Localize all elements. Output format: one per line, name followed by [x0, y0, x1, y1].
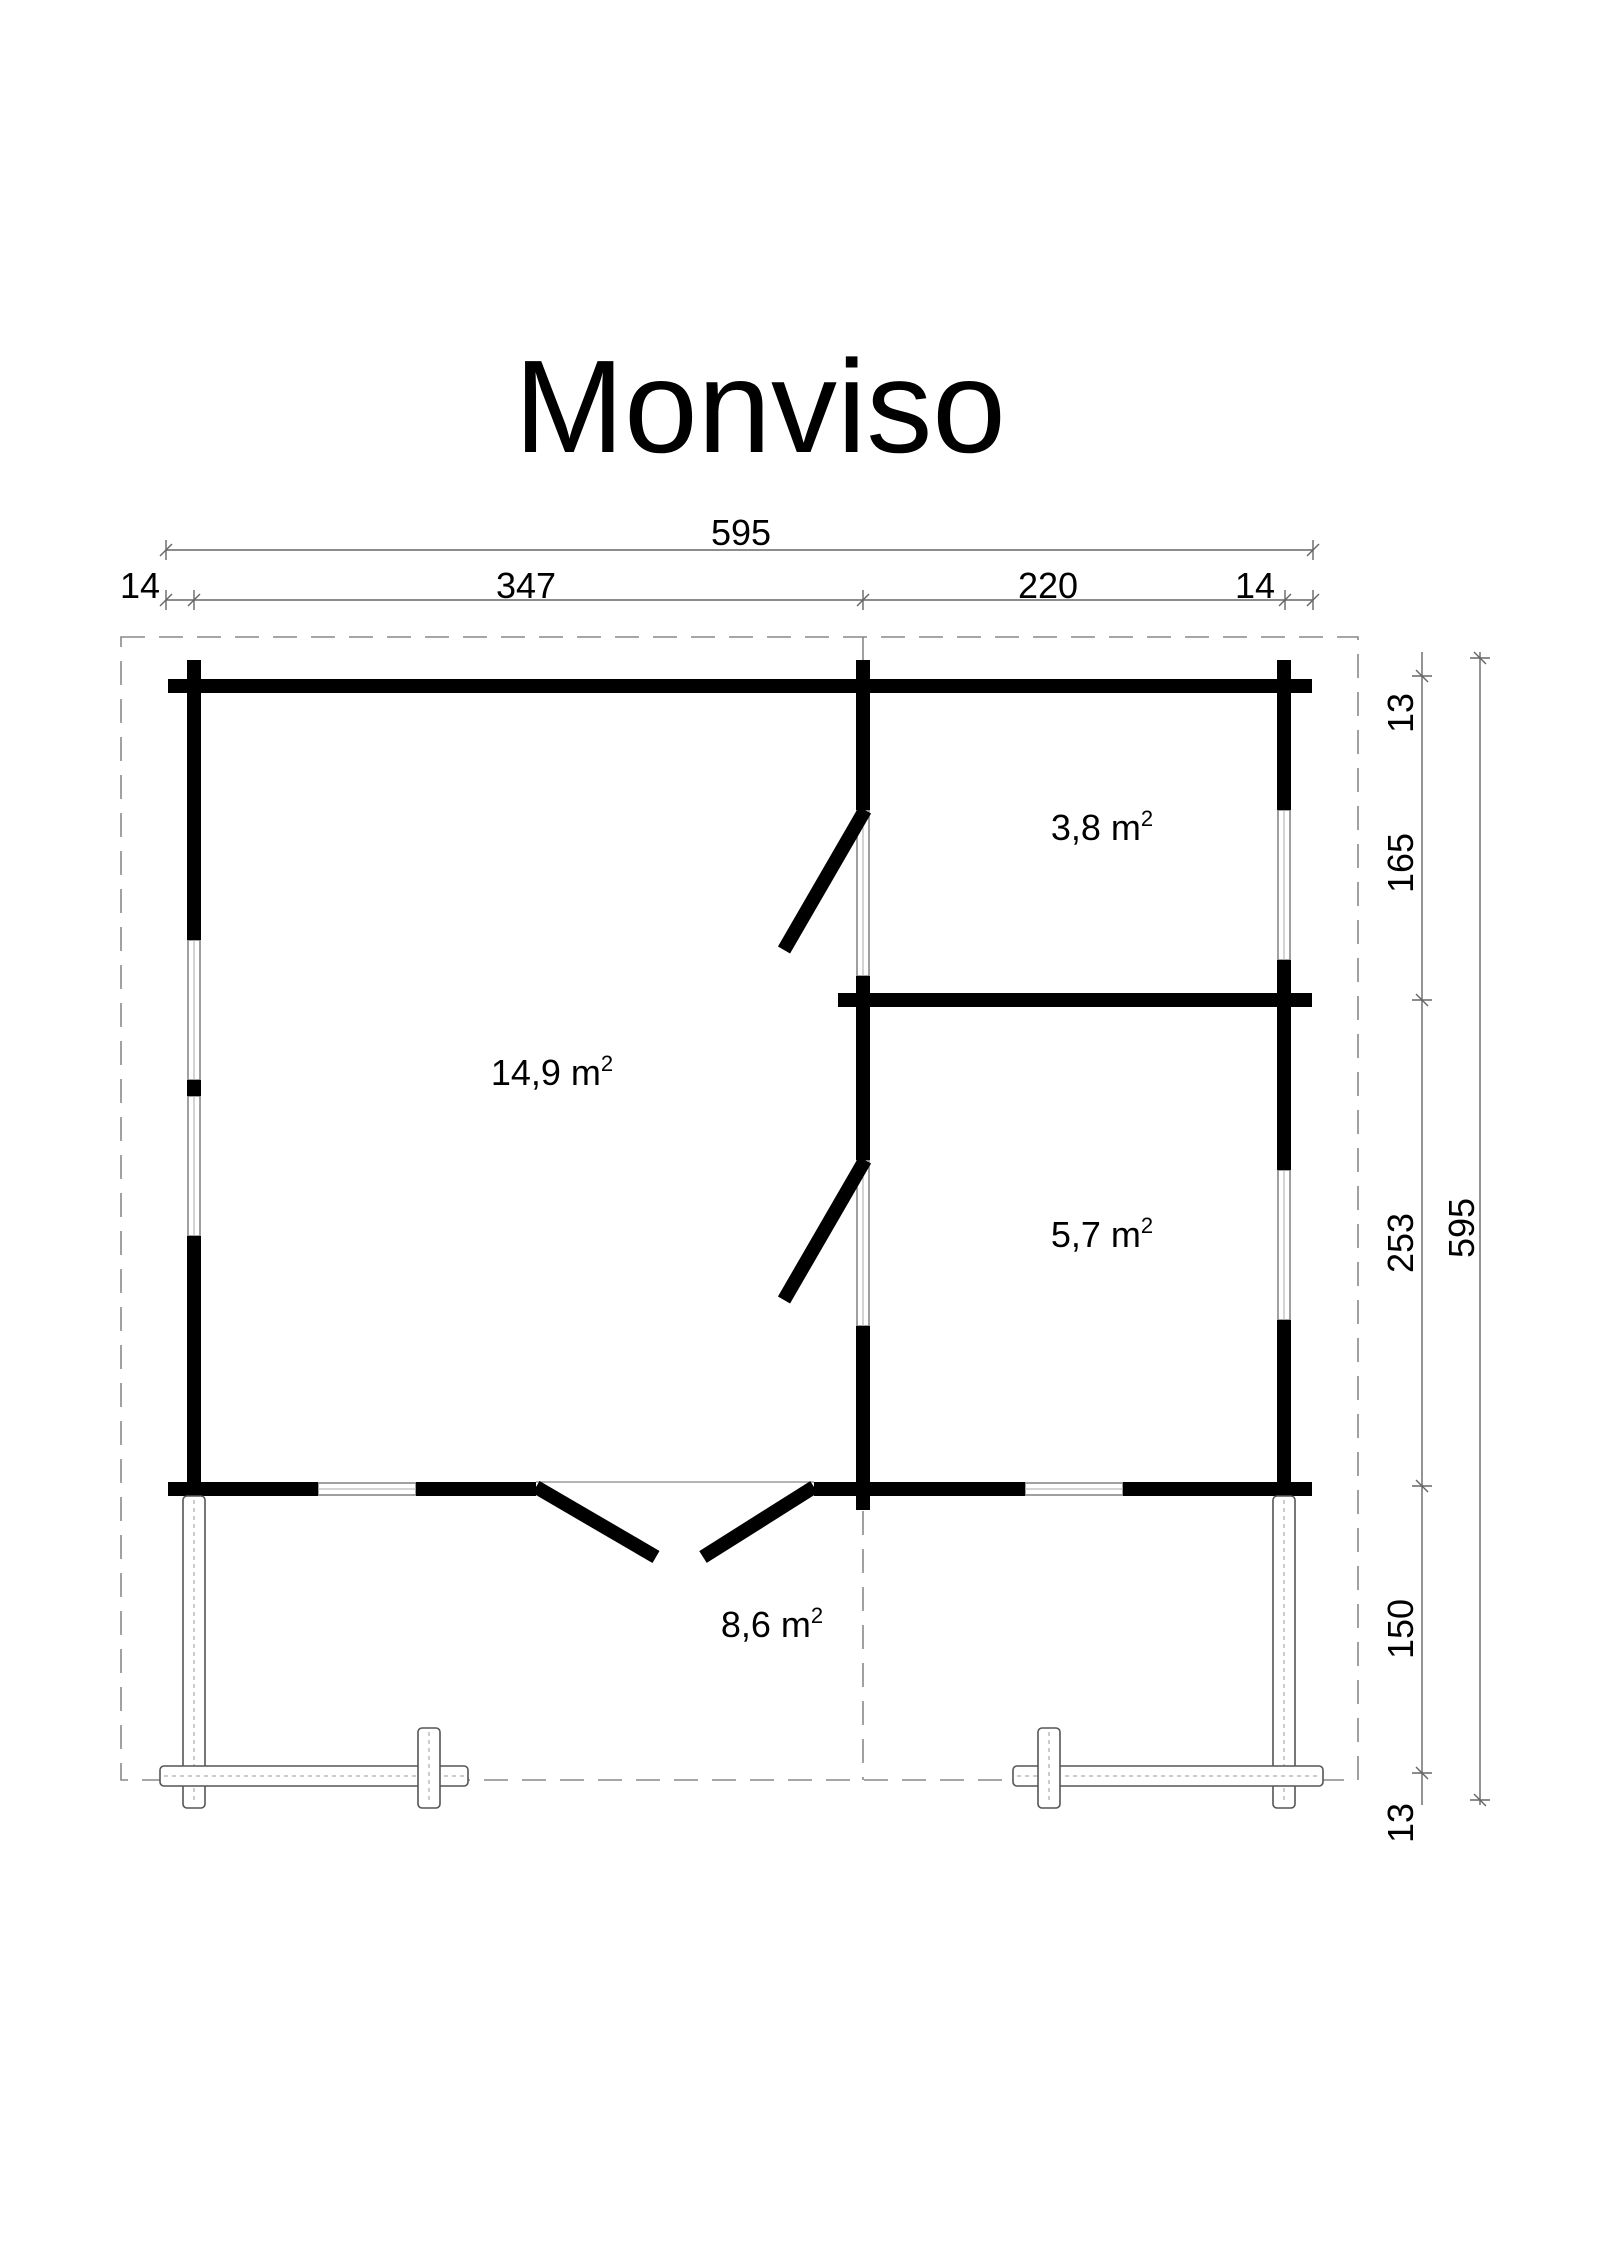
- dim-right-bottom-edge: 13: [1380, 1803, 1421, 1843]
- entrance-door-left: [532, 1480, 660, 1564]
- dim-top-right-room: 220: [1018, 565, 1078, 606]
- room-area-lower-right: 5,7 m2: [1051, 1213, 1153, 1255]
- door-leaf-lower: [777, 1156, 872, 1304]
- right-dimension-chain: [1412, 651, 1490, 1807]
- porch-structure: [159, 1495, 1324, 1809]
- dim-right-lower-room: 253: [1380, 1213, 1421, 1273]
- walls: [168, 660, 1312, 1510]
- room-area-porch: 8,6 m2: [721, 1603, 823, 1645]
- dim-right-porch: 150: [1380, 1599, 1421, 1659]
- porch-rail-right: [1012, 1765, 1324, 1787]
- top-dimension-chain: [159, 540, 1320, 610]
- door-leaf-upper: [777, 806, 872, 954]
- dim-top-total: 595: [711, 512, 771, 553]
- dim-top-left-edge: 14: [120, 565, 160, 606]
- dim-right-total: 595: [1441, 1198, 1482, 1258]
- dim-right-upper-room: 165: [1380, 833, 1421, 893]
- dim-right-top-edge: 13: [1380, 693, 1421, 733]
- porch-rail-left: [159, 1765, 469, 1787]
- room-area-upper-right: 3,8 m2: [1051, 806, 1153, 848]
- windows: [187, 809, 1291, 1496]
- dim-top-left-room: 347: [496, 565, 556, 606]
- doors: [532, 806, 872, 1564]
- room-area-main: 14,9 m2: [491, 1051, 613, 1093]
- entrance-door-right: [699, 1481, 818, 1563]
- dim-top-right-edge: 14: [1235, 565, 1275, 606]
- plan-title: Monviso: [514, 333, 1006, 480]
